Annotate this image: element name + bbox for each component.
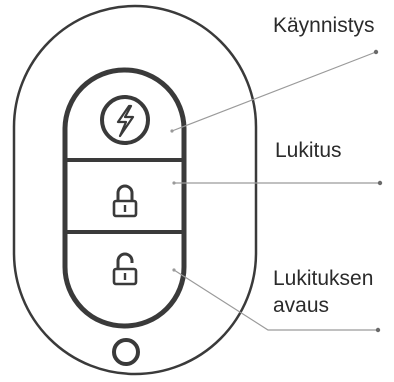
unlock-button[interactable]	[112, 252, 138, 286]
keyring-hole	[112, 338, 140, 366]
leader-lock	[172, 180, 383, 186]
leader-start	[170, 49, 379, 133]
button-panel	[62, 67, 187, 329]
label-lock: Lukitus	[275, 139, 342, 162]
lock-closed-icon	[112, 184, 138, 218]
lock-button[interactable]	[112, 184, 138, 218]
label-unlock-line2: avaus	[273, 294, 330, 317]
bolt-glyph	[116, 104, 135, 138]
leader-unlock	[172, 268, 381, 333]
power-bolt-icon	[100, 95, 150, 145]
label-unlock-line1: Lukituksen	[273, 267, 374, 290]
start-button[interactable]	[100, 95, 150, 145]
lock-open-icon	[112, 252, 138, 286]
label-start: Käynnistys	[273, 14, 375, 37]
